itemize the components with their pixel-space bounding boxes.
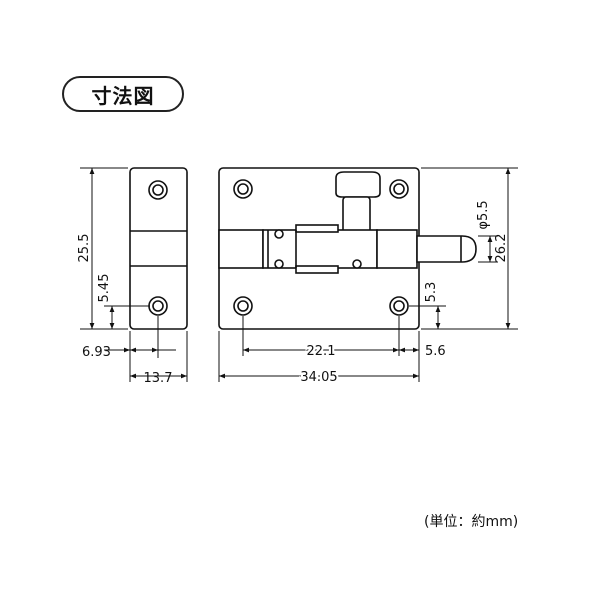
title-text: 寸法図	[91, 83, 155, 108]
strike-plate	[129, 167, 188, 330]
bolt-housing-right	[376, 229, 418, 269]
knob-head	[335, 171, 381, 198]
screw-hole-bottom-left-inner	[237, 300, 249, 312]
bolt-guide-top	[295, 224, 339, 233]
screw-hole-top-left-inner	[237, 183, 249, 195]
screw-hole-top-right-inner	[393, 183, 405, 195]
dimension-lines-left	[80, 167, 188, 382]
label-plate-width: 13.7	[144, 371, 173, 386]
rivet-knob	[352, 259, 362, 269]
label-hole-spacing: 22.1	[307, 344, 336, 359]
rivet-top	[274, 229, 284, 239]
label-hole-offset-left: 6.93	[82, 345, 111, 360]
screw-hole-bottom-right-inner	[393, 300, 405, 312]
unit-note: (単位：約mm)	[424, 514, 519, 530]
bolt-tip	[416, 235, 477, 263]
label-total-height: 25.5	[77, 234, 92, 263]
label-bolt-total-height: 26.2	[494, 234, 509, 263]
bolt-guide-bottom	[295, 265, 339, 274]
label-right-hole-height: 5.3	[424, 282, 439, 303]
title-badge: 寸法図	[62, 76, 184, 112]
label-hole-offset-right: 5.6	[425, 344, 446, 359]
screw-hole-top-inner	[152, 184, 164, 196]
label-total-width: 34.05	[300, 370, 337, 385]
bolt-housing-left	[218, 229, 264, 269]
latch-body	[218, 167, 477, 330]
label-hole-height: 5.45	[97, 274, 112, 303]
rivet-bottom	[274, 259, 284, 269]
dimension-lines-main	[218, 167, 518, 382]
screw-hole-bottom-inner	[152, 300, 164, 312]
label-bolt-diameter: φ5.5	[476, 200, 491, 229]
